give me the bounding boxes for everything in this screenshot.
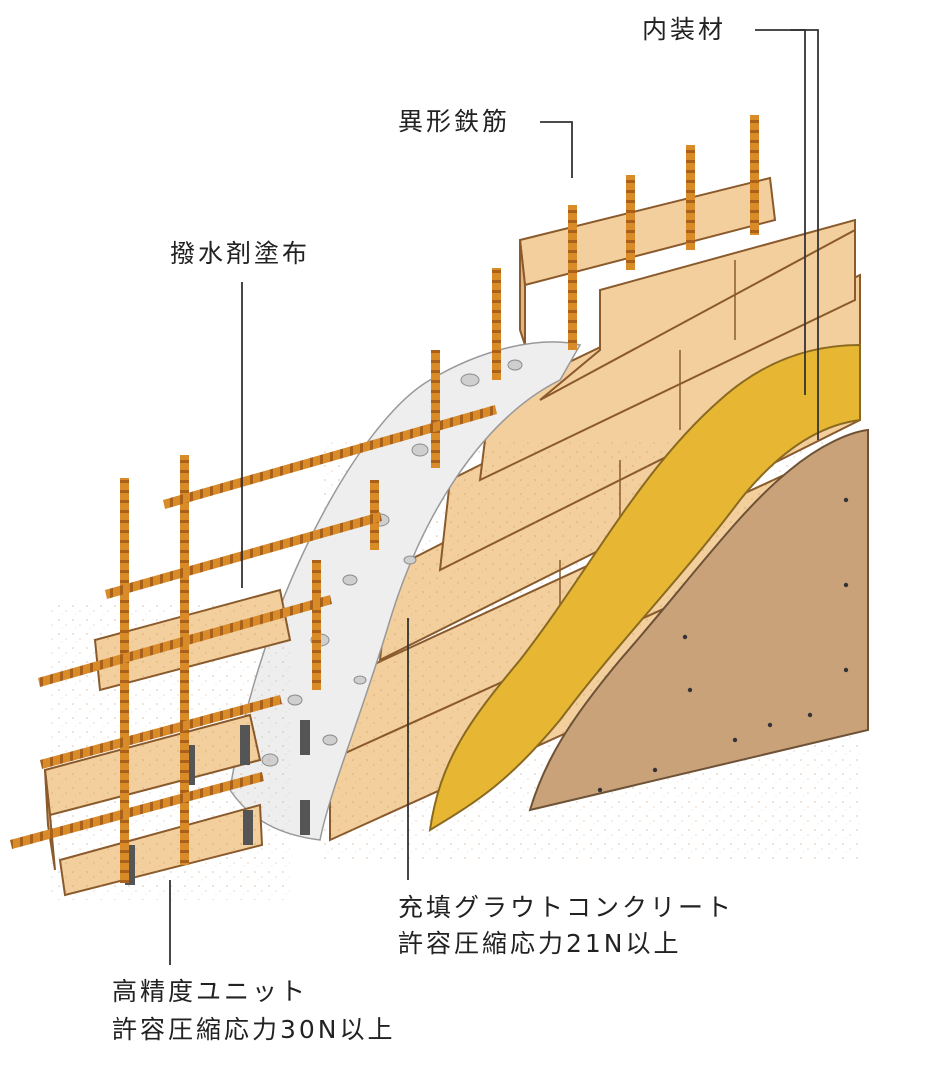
label-interior-material: 内装材 bbox=[642, 15, 727, 44]
label-unit-line1: 高精度ユニット bbox=[112, 977, 309, 1006]
label-unit-line2: 許容圧縮応力30N以上 bbox=[112, 1015, 396, 1044]
label-grout-line1: 充填グラウトコンクリート bbox=[398, 893, 735, 922]
horizontal-rebars bbox=[10, 405, 497, 849]
label-deformed-rebar: 異形鉄筋 bbox=[398, 107, 511, 136]
rebars bbox=[10, 115, 759, 883]
insulation-layer bbox=[428, 343, 861, 832]
label-grout-line2: 許容圧縮応力21N以上 bbox=[398, 929, 682, 958]
front-block-units bbox=[43, 588, 310, 900]
leader-lines bbox=[169, 29, 819, 965]
label-water-repellent: 撥水剤塗布 bbox=[170, 239, 311, 268]
interior-board bbox=[528, 428, 869, 812]
